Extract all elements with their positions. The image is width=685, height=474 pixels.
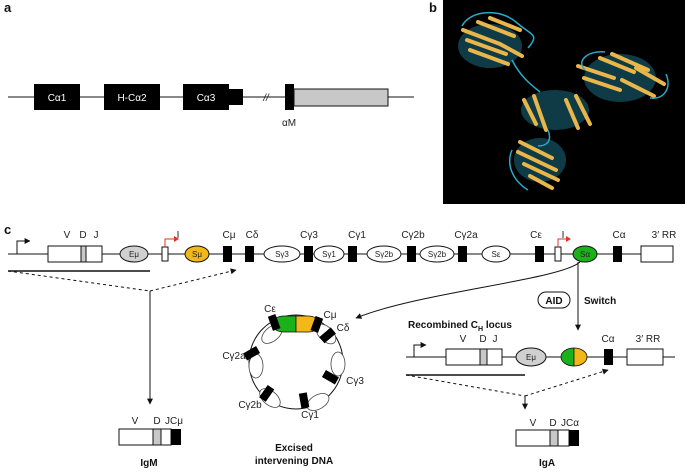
locus-sg2b-label: Sγ2b xyxy=(375,250,394,259)
exon-ca3 xyxy=(183,84,229,110)
igm-jc-label: JCμ xyxy=(165,416,183,427)
circle-cg2a-label: Cγ2a xyxy=(222,351,246,362)
locus-salpha-label: Sα xyxy=(580,250,590,259)
rec-3rr-label: 3′ RR xyxy=(636,334,661,345)
recombined-locus: Recombined CH locus V D J Eμ Cα 3′ RR xyxy=(406,320,675,367)
rec-v-label: V xyxy=(460,334,467,345)
panel-a-gene-map: Cα1 H-Cα2 Cα3 // αM xyxy=(8,84,414,129)
exon-membrane xyxy=(285,84,294,110)
promoter-arrow xyxy=(16,238,31,254)
locus-sg3 xyxy=(263,245,301,263)
locus-salpha xyxy=(572,245,598,263)
igm-v-label: V xyxy=(132,416,139,427)
switch-pathway: AID Switch xyxy=(355,261,616,331)
locus-se-label: Sε xyxy=(492,250,501,259)
panel-a-label: a xyxy=(4,0,12,15)
iga-jc-label: JCα xyxy=(561,418,579,429)
locus-v-box xyxy=(47,245,82,263)
igm-pathway xyxy=(7,268,237,405)
locus-i1-arrow xyxy=(164,238,176,247)
locus-cg2b-box xyxy=(407,246,416,262)
locus-cdelta-box xyxy=(245,246,254,262)
locus-cg2a-label: Cγ2a xyxy=(454,230,478,241)
locus-i1-box xyxy=(161,246,169,262)
iga-d-label: D xyxy=(549,418,556,429)
rec-j-label: J xyxy=(493,334,498,345)
locus-i2-box xyxy=(554,246,562,262)
locus-sg3-label: Sγ3 xyxy=(275,250,289,259)
recombined-title: Recombined CH locus xyxy=(408,320,512,333)
locus-ce-label: Cε xyxy=(530,230,542,241)
iga-v-label: V xyxy=(530,418,537,429)
locus-j-label: J xyxy=(94,230,99,241)
circle-cg2b-label: Cγ2b xyxy=(238,400,262,411)
locus-emu xyxy=(119,245,149,263)
circle-cdelta-label: Cδ xyxy=(337,323,350,334)
antibody-structure-image xyxy=(443,0,685,204)
locus-sg2a-label: Sγ2b xyxy=(428,250,447,259)
locus-calpha-box xyxy=(613,246,622,262)
membrane-exon-label: αM xyxy=(282,118,296,129)
locus-calpha-label: Cα xyxy=(612,230,625,241)
iga-product: V D JCα IgA xyxy=(515,418,579,469)
locus-i2-label: I xyxy=(562,230,565,241)
locus-cg2b-label: Cγ2b xyxy=(401,230,425,241)
locus-sg1-label: Sγ1 xyxy=(322,250,336,259)
locus-cg3-box xyxy=(304,246,313,262)
locus-smu xyxy=(184,245,210,263)
circle-ce-label: Cε xyxy=(264,304,276,315)
aid-label: AID xyxy=(545,296,562,307)
locus-cdelta-label: Cδ xyxy=(246,230,259,241)
rec-d-label: D xyxy=(479,334,486,345)
locus-sg2b xyxy=(366,245,402,263)
germline-locus: V D J Eμ I Sμ Cμ Cδ Sγ3 Cγ3 Sγ1 Cγ1 Sγ2b… xyxy=(8,230,677,263)
exon-tail xyxy=(229,89,243,105)
locus-cmu-box xyxy=(223,246,232,262)
iga-pathway xyxy=(405,368,609,410)
locus-cg2a-box xyxy=(458,246,467,262)
locus-3rr-box xyxy=(640,245,674,263)
rec-calpha-label: Cα xyxy=(601,334,614,345)
circle-cmu-label: Cμ xyxy=(324,310,337,321)
circle-caption-1: Excised xyxy=(275,443,313,454)
locus-i1-label: I xyxy=(177,230,180,241)
circle-cg1-label: Cγ1 xyxy=(301,410,319,421)
locus-3rr-label: 3′ RR xyxy=(652,230,677,241)
rec-emu-label: Eμ xyxy=(526,353,536,362)
exon-ca3-label: Cα3 xyxy=(197,93,216,104)
igm-product: V D JCμ IgM xyxy=(118,416,183,469)
iga-label: IgA xyxy=(539,458,555,469)
locus-se xyxy=(481,245,511,263)
panel-c-label: c xyxy=(4,222,11,237)
switch-label: Switch xyxy=(584,296,616,307)
locus-ce-box xyxy=(535,246,544,262)
panel-b-label: b xyxy=(429,0,437,15)
aid-badge xyxy=(537,291,571,309)
circle-caption-2: intervening DNA xyxy=(255,456,333,467)
igm-d-label: D xyxy=(153,416,160,427)
locus-d-label: D xyxy=(79,230,86,241)
locus-sg2a xyxy=(419,245,455,263)
locus-cmu-label: Cμ xyxy=(223,230,236,241)
locus-j-box xyxy=(85,245,103,263)
exon-ca1 xyxy=(34,84,80,110)
locus-cg3-label: Cγ3 xyxy=(300,230,318,241)
utr-box xyxy=(293,88,389,107)
circle-cg3-label: Cγ3 xyxy=(346,376,364,387)
locus-smu-label: Sμ xyxy=(192,250,202,259)
exon-hca2 xyxy=(104,84,160,110)
exon-ca1-label: Cα1 xyxy=(48,93,67,104)
locus-cg1-label: Cγ1 xyxy=(348,230,366,241)
break-mark: // xyxy=(262,93,270,104)
locus-emu-label: Eμ xyxy=(129,250,139,259)
locus-i2-arrow xyxy=(557,238,568,247)
locus-v-label: V xyxy=(64,230,71,241)
igm-label: IgM xyxy=(140,458,157,469)
locus-d-box xyxy=(80,245,87,263)
locus-sg1 xyxy=(313,245,345,263)
locus-cg1-box xyxy=(348,246,357,262)
excised-circle: Cε Cμ Cδ Cγ3 Cγ1 Cγ2b Cγ2a Excised inter… xyxy=(222,304,364,467)
exon-hca2-label: H-Cα2 xyxy=(117,93,147,104)
